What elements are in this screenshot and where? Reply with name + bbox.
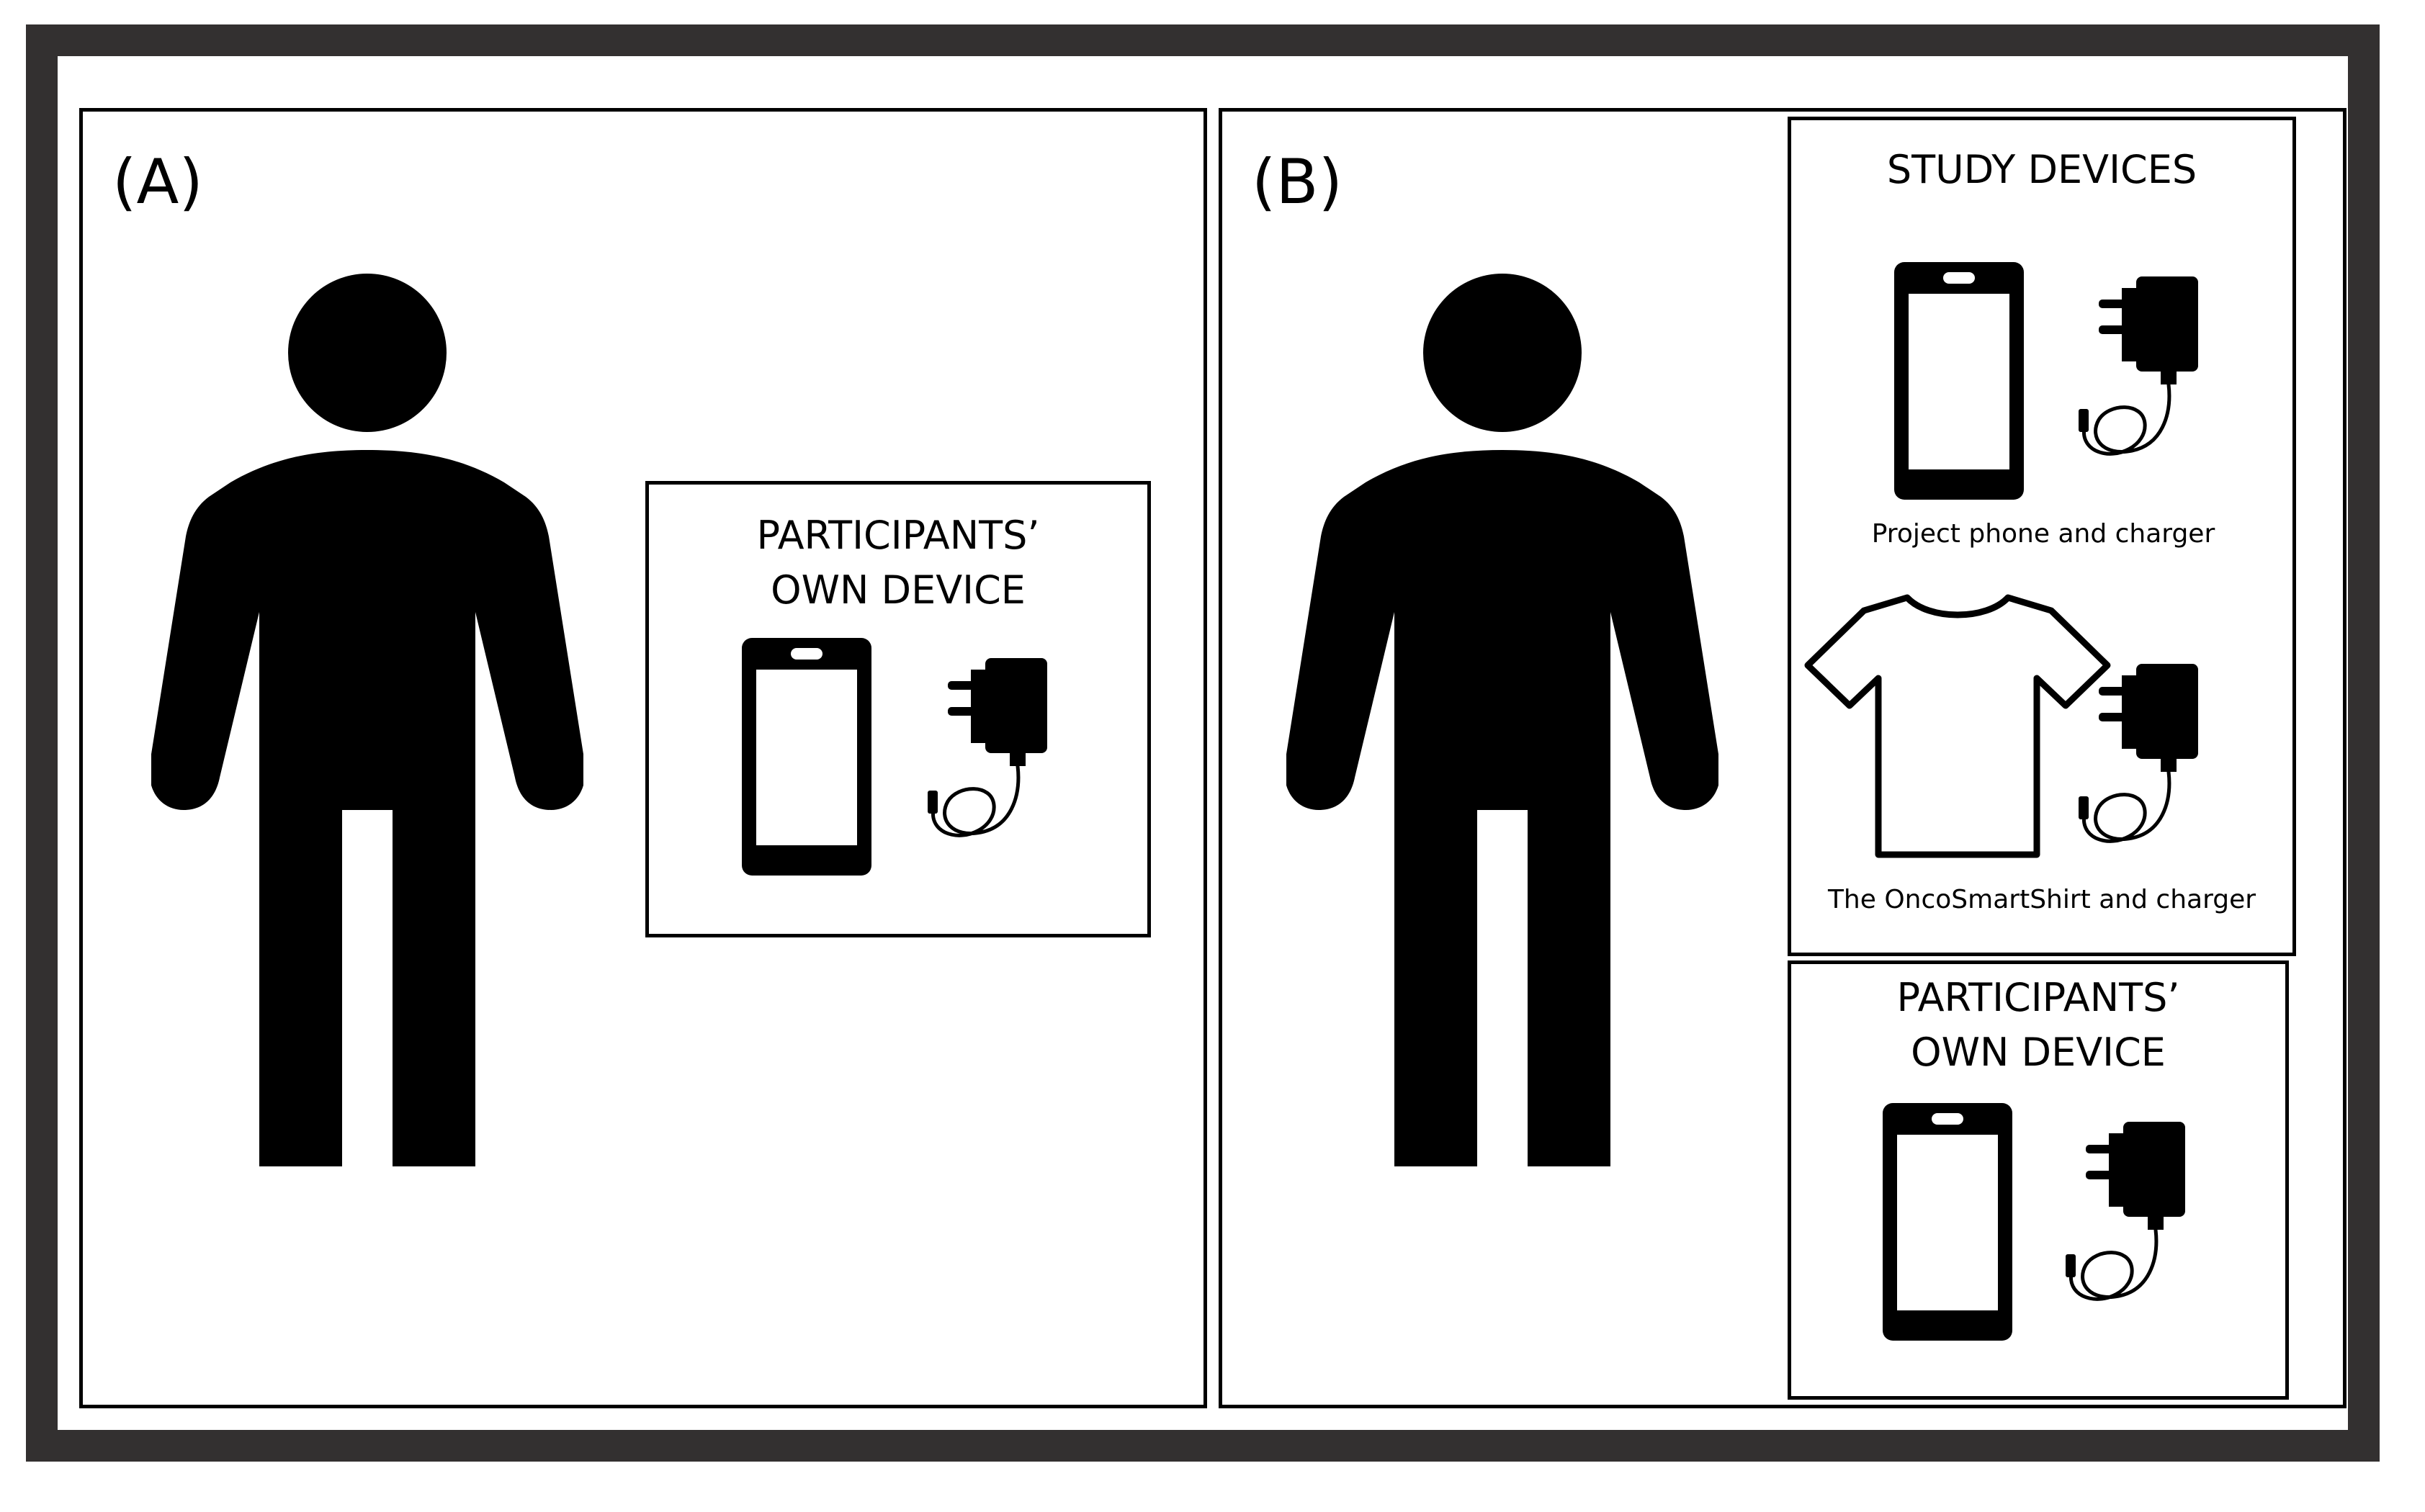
smartphone-icon [1894,262,2024,500]
panel-b-own-device-title-line1: PARTICIPANTS’ [1896,975,2180,1020]
charger-icon [2074,272,2204,467]
panel-a-label: (A) [112,146,203,218]
study-devices-title: STUDY DEVICES [1886,147,2197,192]
t-shirt-icon [1799,585,2116,865]
panel-a-own-device-title-line2: OWN DEVICE [771,567,1026,613]
charger-icon [2061,1117,2191,1312]
panel-a-own-device-box [645,481,1151,937]
person-icon [1286,274,1718,1166]
panel-b-label: (B) [1252,146,1343,218]
charger-icon [2074,660,2204,854]
smartphone-icon [1883,1103,2012,1341]
panel-b-own-device-box [1788,960,2289,1400]
person-icon [151,274,583,1166]
study-devices-box [1788,117,2296,956]
oncosmartshirt-caption: The OncoSmartShirt and charger [1827,885,2256,914]
project-phone-caption: Project phone and charger [1871,519,2215,549]
smartphone-icon [742,638,871,876]
charger-icon [923,654,1053,848]
panel-a-own-device-title-line1: PARTICIPANTS’ [756,513,1040,558]
panel-b-own-device-title-line2: OWN DEVICE [1911,1030,2166,1075]
